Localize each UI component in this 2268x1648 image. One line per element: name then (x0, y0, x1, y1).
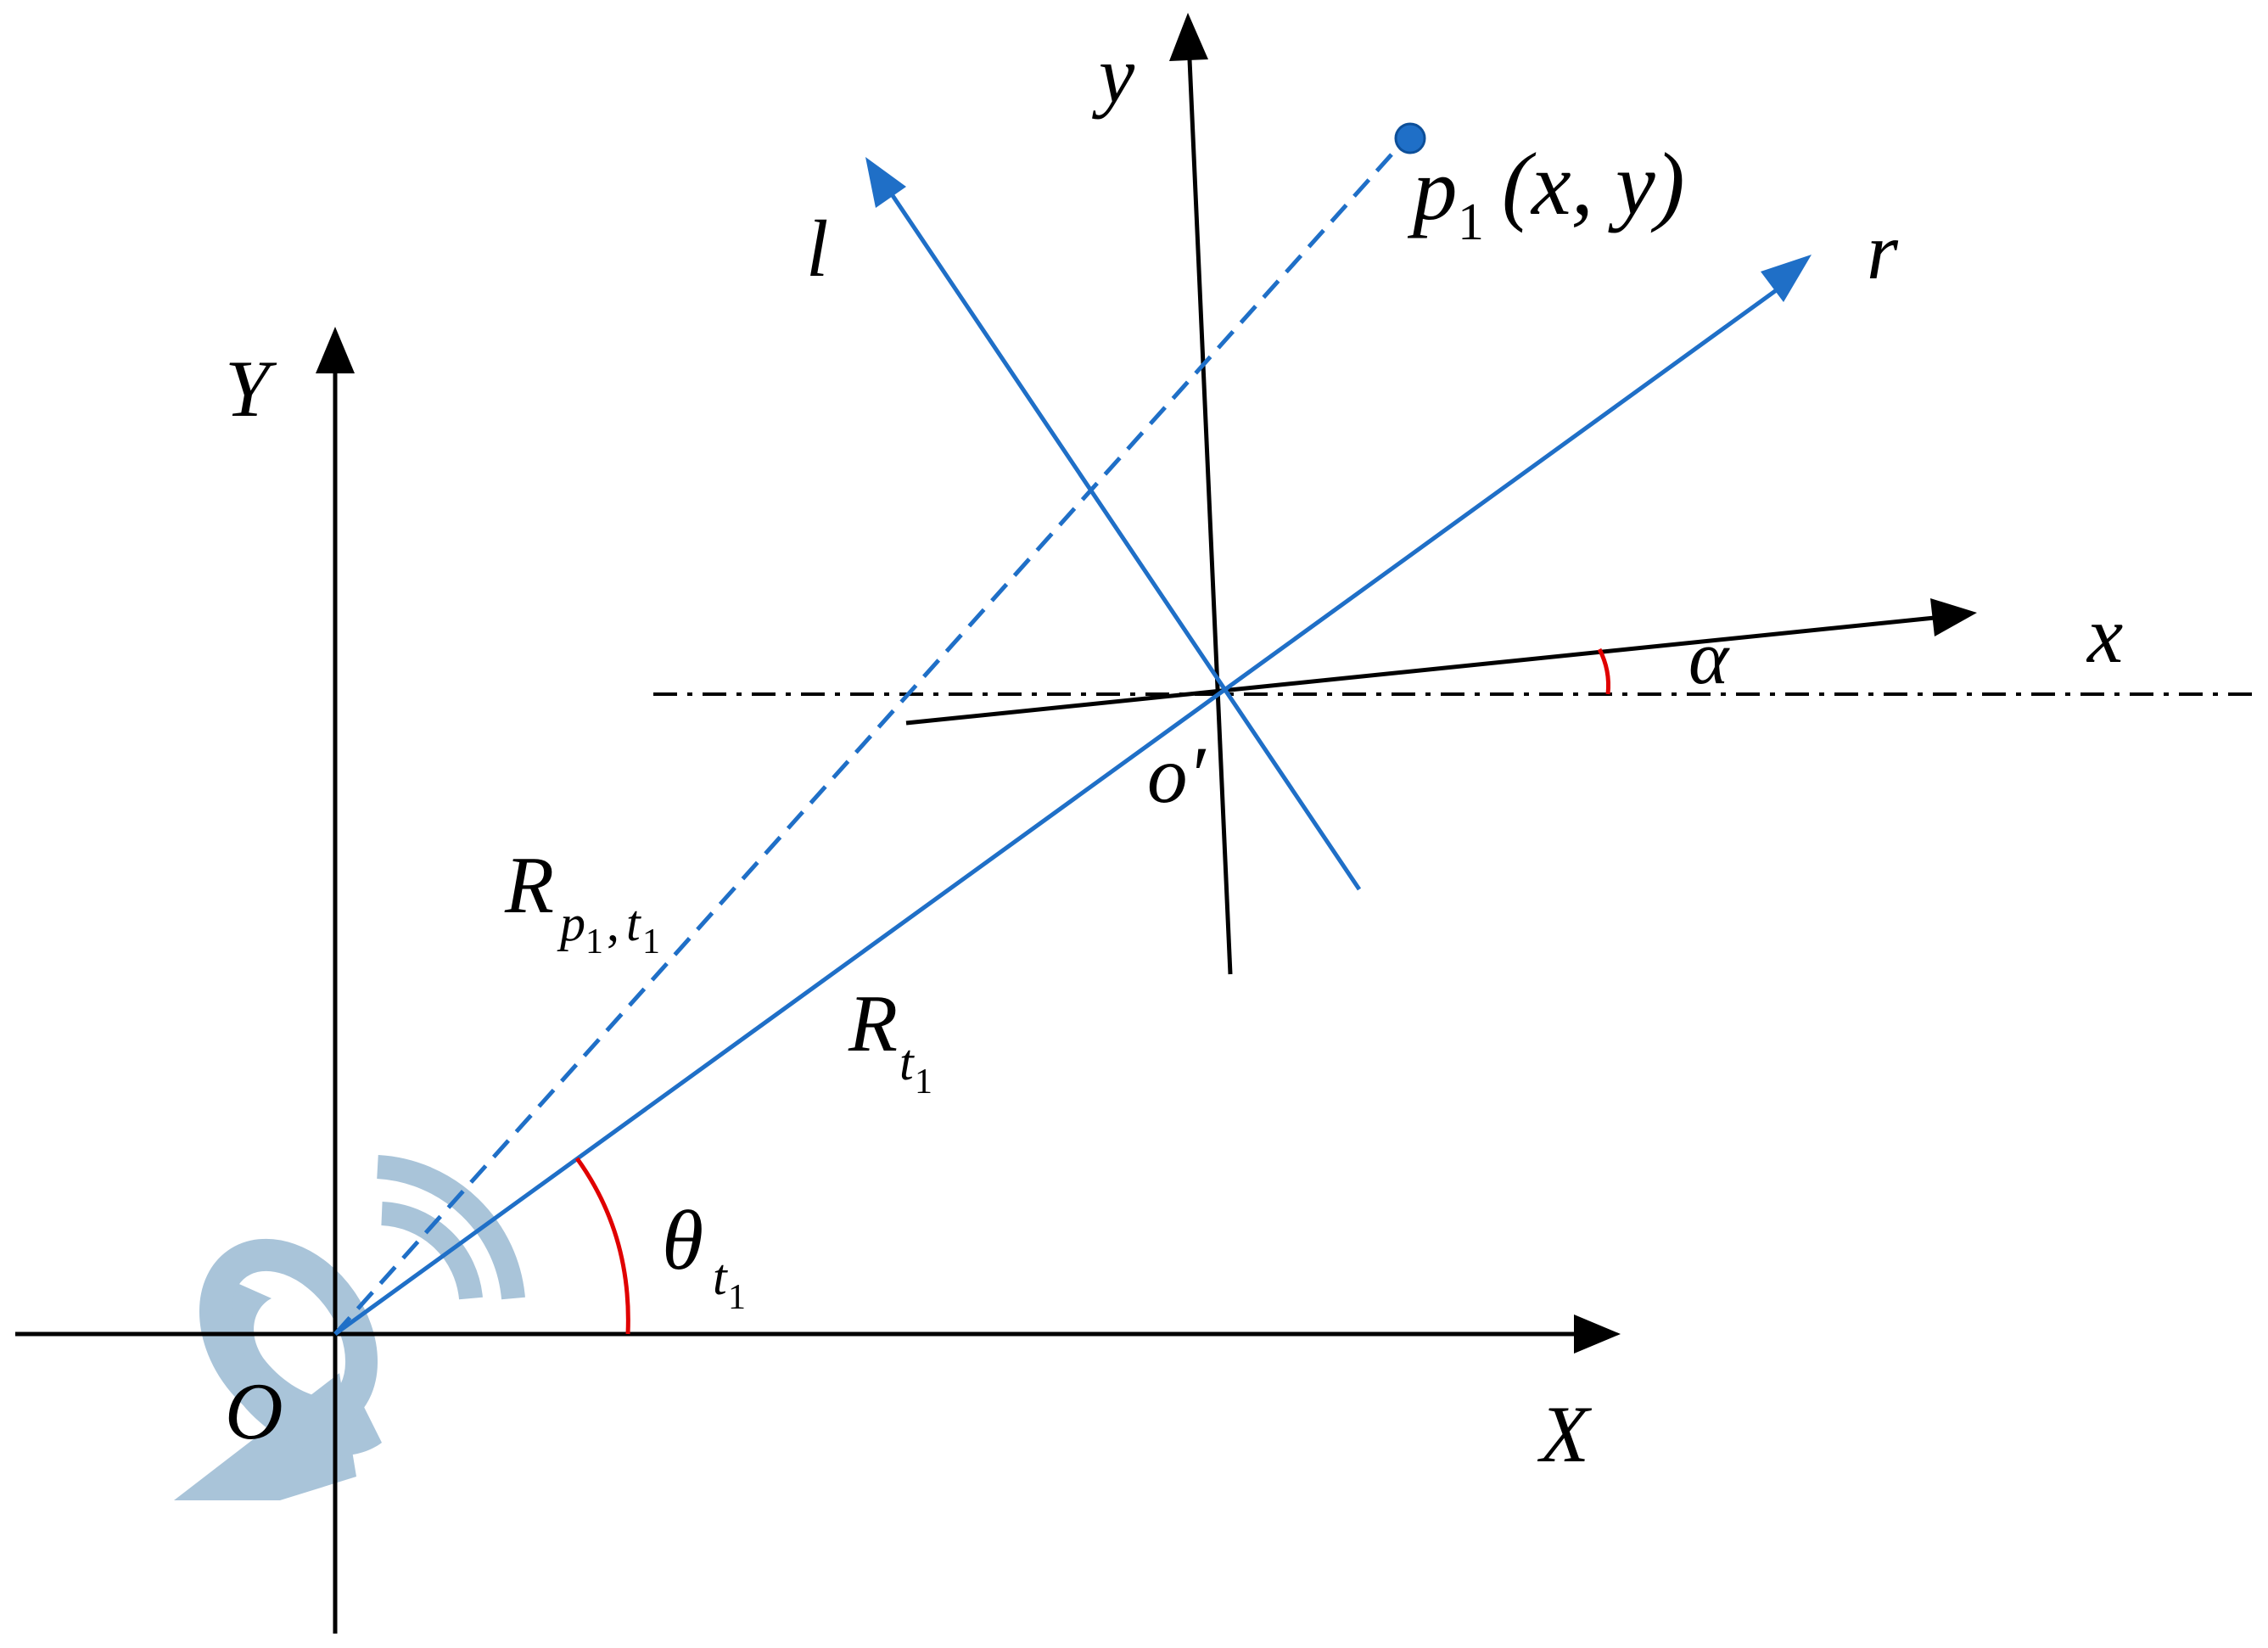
R-p1-t1-sub-t: t (626, 895, 641, 951)
local-y-arrowhead (1169, 13, 1208, 61)
radar-wave-2 (377, 1155, 525, 1300)
local-x-label: x (2086, 590, 2123, 680)
point-p1 (1394, 122, 1426, 154)
p1-main: p (1407, 139, 1458, 238)
p1-coords: (x, y) (1502, 134, 1685, 233)
R-p1-t1-sub-p-sub: 1 (585, 922, 603, 961)
R-p1-t1-comma: , (607, 895, 619, 951)
theta-angle-arc (574, 1157, 630, 1335)
radar-wave-1 (381, 1202, 483, 1300)
theta-subsubscript: 1 (728, 1278, 746, 1317)
R-p1-t1-sub-t-sub: 1 (642, 922, 660, 961)
X-axis-arrowhead (1574, 1314, 1621, 1354)
local-x-arrowhead (1930, 598, 1977, 636)
radar-dish-rim (199, 1238, 378, 1435)
X-axis-label: X (1537, 1389, 1593, 1479)
R-t1-main: R (848, 978, 898, 1068)
p1-subscript: 1 (1458, 193, 1484, 251)
alpha-label: α (1688, 616, 1730, 700)
alpha-angle-arc (1597, 647, 1610, 695)
R-p1-t1-sub-p: p (557, 895, 585, 951)
radar-dish-icon (174, 1155, 525, 1500)
R-p1-t1-main: R (504, 840, 554, 930)
local-y-axis (1187, 59, 1233, 975)
r-axis-label: r (1867, 206, 1899, 296)
l-axis-label: l (806, 204, 828, 294)
theta-subscript: t (713, 1249, 728, 1305)
local-x-axis (905, 615, 1935, 726)
r-arrowhead (1761, 255, 1812, 302)
l-arrowhead (865, 157, 906, 208)
R-t1-label: R t 1 (848, 978, 932, 1101)
theta-main: θ (662, 1193, 703, 1287)
local-y-label: y (1092, 30, 1135, 120)
range-line-r (333, 277, 1792, 1337)
l-axis (884, 185, 1362, 891)
p1-label: p 1 (x, y) (1407, 134, 1685, 251)
Y-axis-arrowhead (316, 327, 355, 373)
R-t1-subscript: t (899, 1034, 915, 1090)
R-t1-subsubscript: 1 (915, 1062, 932, 1101)
dashed-line-p1 (333, 136, 1408, 1336)
R-p1-t1-label: R p 1 , t 1 (504, 840, 660, 961)
Y-axis-label: Y (225, 344, 277, 434)
o-prime-label: o′ (1147, 730, 1207, 820)
origin-label: O (225, 1366, 283, 1456)
theta-t1-label: θ t 1 (662, 1193, 746, 1317)
